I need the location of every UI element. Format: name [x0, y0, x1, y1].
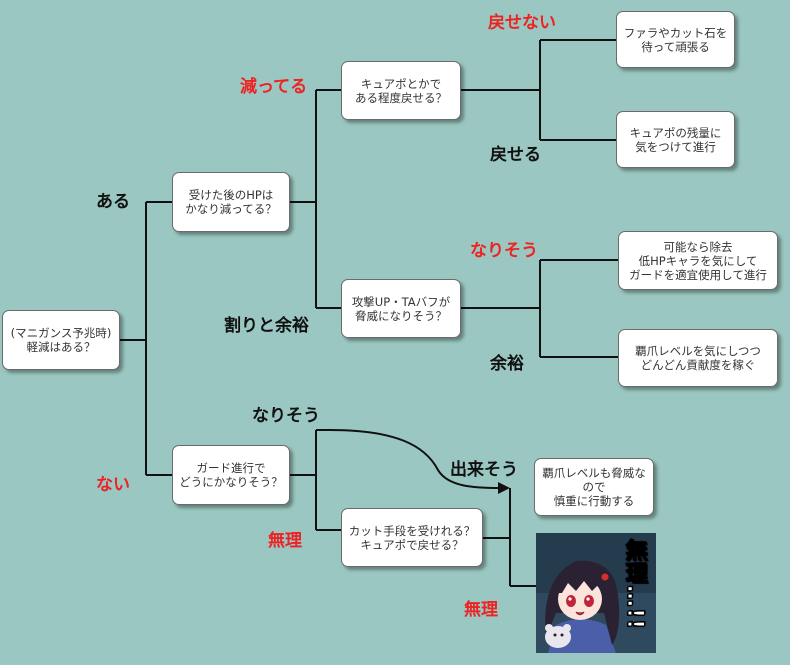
cut-means-node: カット手段を受けれる？ キュアポで戻せる？ — [341, 508, 483, 567]
label-muri-2: 無理 — [464, 600, 498, 620]
cure-remaining-node: キュアポの残量に 気をつけて進行 — [616, 111, 735, 168]
label-yoyu: 余裕 — [490, 354, 524, 374]
cure-restore-node: キュアポとかで ある程度戻せる？ — [341, 61, 461, 120]
girl-drawing — [536, 533, 656, 653]
label-dekisou: 出来そう — [450, 460, 518, 480]
label-modoseru: 戻せる — [490, 145, 541, 165]
label-modosenai: 戻せない — [488, 13, 556, 33]
illustration-caption: 無理…!! — [622, 538, 648, 631]
atk-buff-node: 攻撃UP・TAバフが 脅威になりそう？ — [341, 279, 461, 338]
careful-node: 覇爪レベルも脅威な ので 慎重に行動する — [534, 458, 654, 516]
label-muri-1: 無理 — [268, 531, 302, 551]
contribution-node: 覇爪レベルを気にしつつ どんどん貢献度を稼ぐ — [618, 329, 778, 387]
label-aru: ある — [96, 192, 130, 212]
label-warito-yoyu: 割りと余裕 — [224, 316, 309, 336]
label-hetteru: 減ってる — [240, 77, 308, 97]
hp-reduced-node: 受けた後のHPは かなり減ってる？ — [172, 172, 290, 232]
label-narisou-1: なりそう — [470, 241, 538, 261]
guard-progress-node: ガード進行で どうにかなりそう？ — [172, 445, 290, 505]
label-nai: ない — [96, 475, 130, 495]
anime-girl-illustration: 無理…!! — [536, 533, 656, 653]
cut-stone-node: ファラやカット石を 待って頑張る — [616, 11, 735, 68]
label-narisou-2: なりそう — [252, 406, 320, 426]
remove-low-hp-node: 可能なら除去 低HPキャラを気にして ガードを適宜使用して進行 — [618, 231, 778, 290]
root-node: (マニガンス予兆時) 軽減はある？ — [2, 310, 120, 370]
